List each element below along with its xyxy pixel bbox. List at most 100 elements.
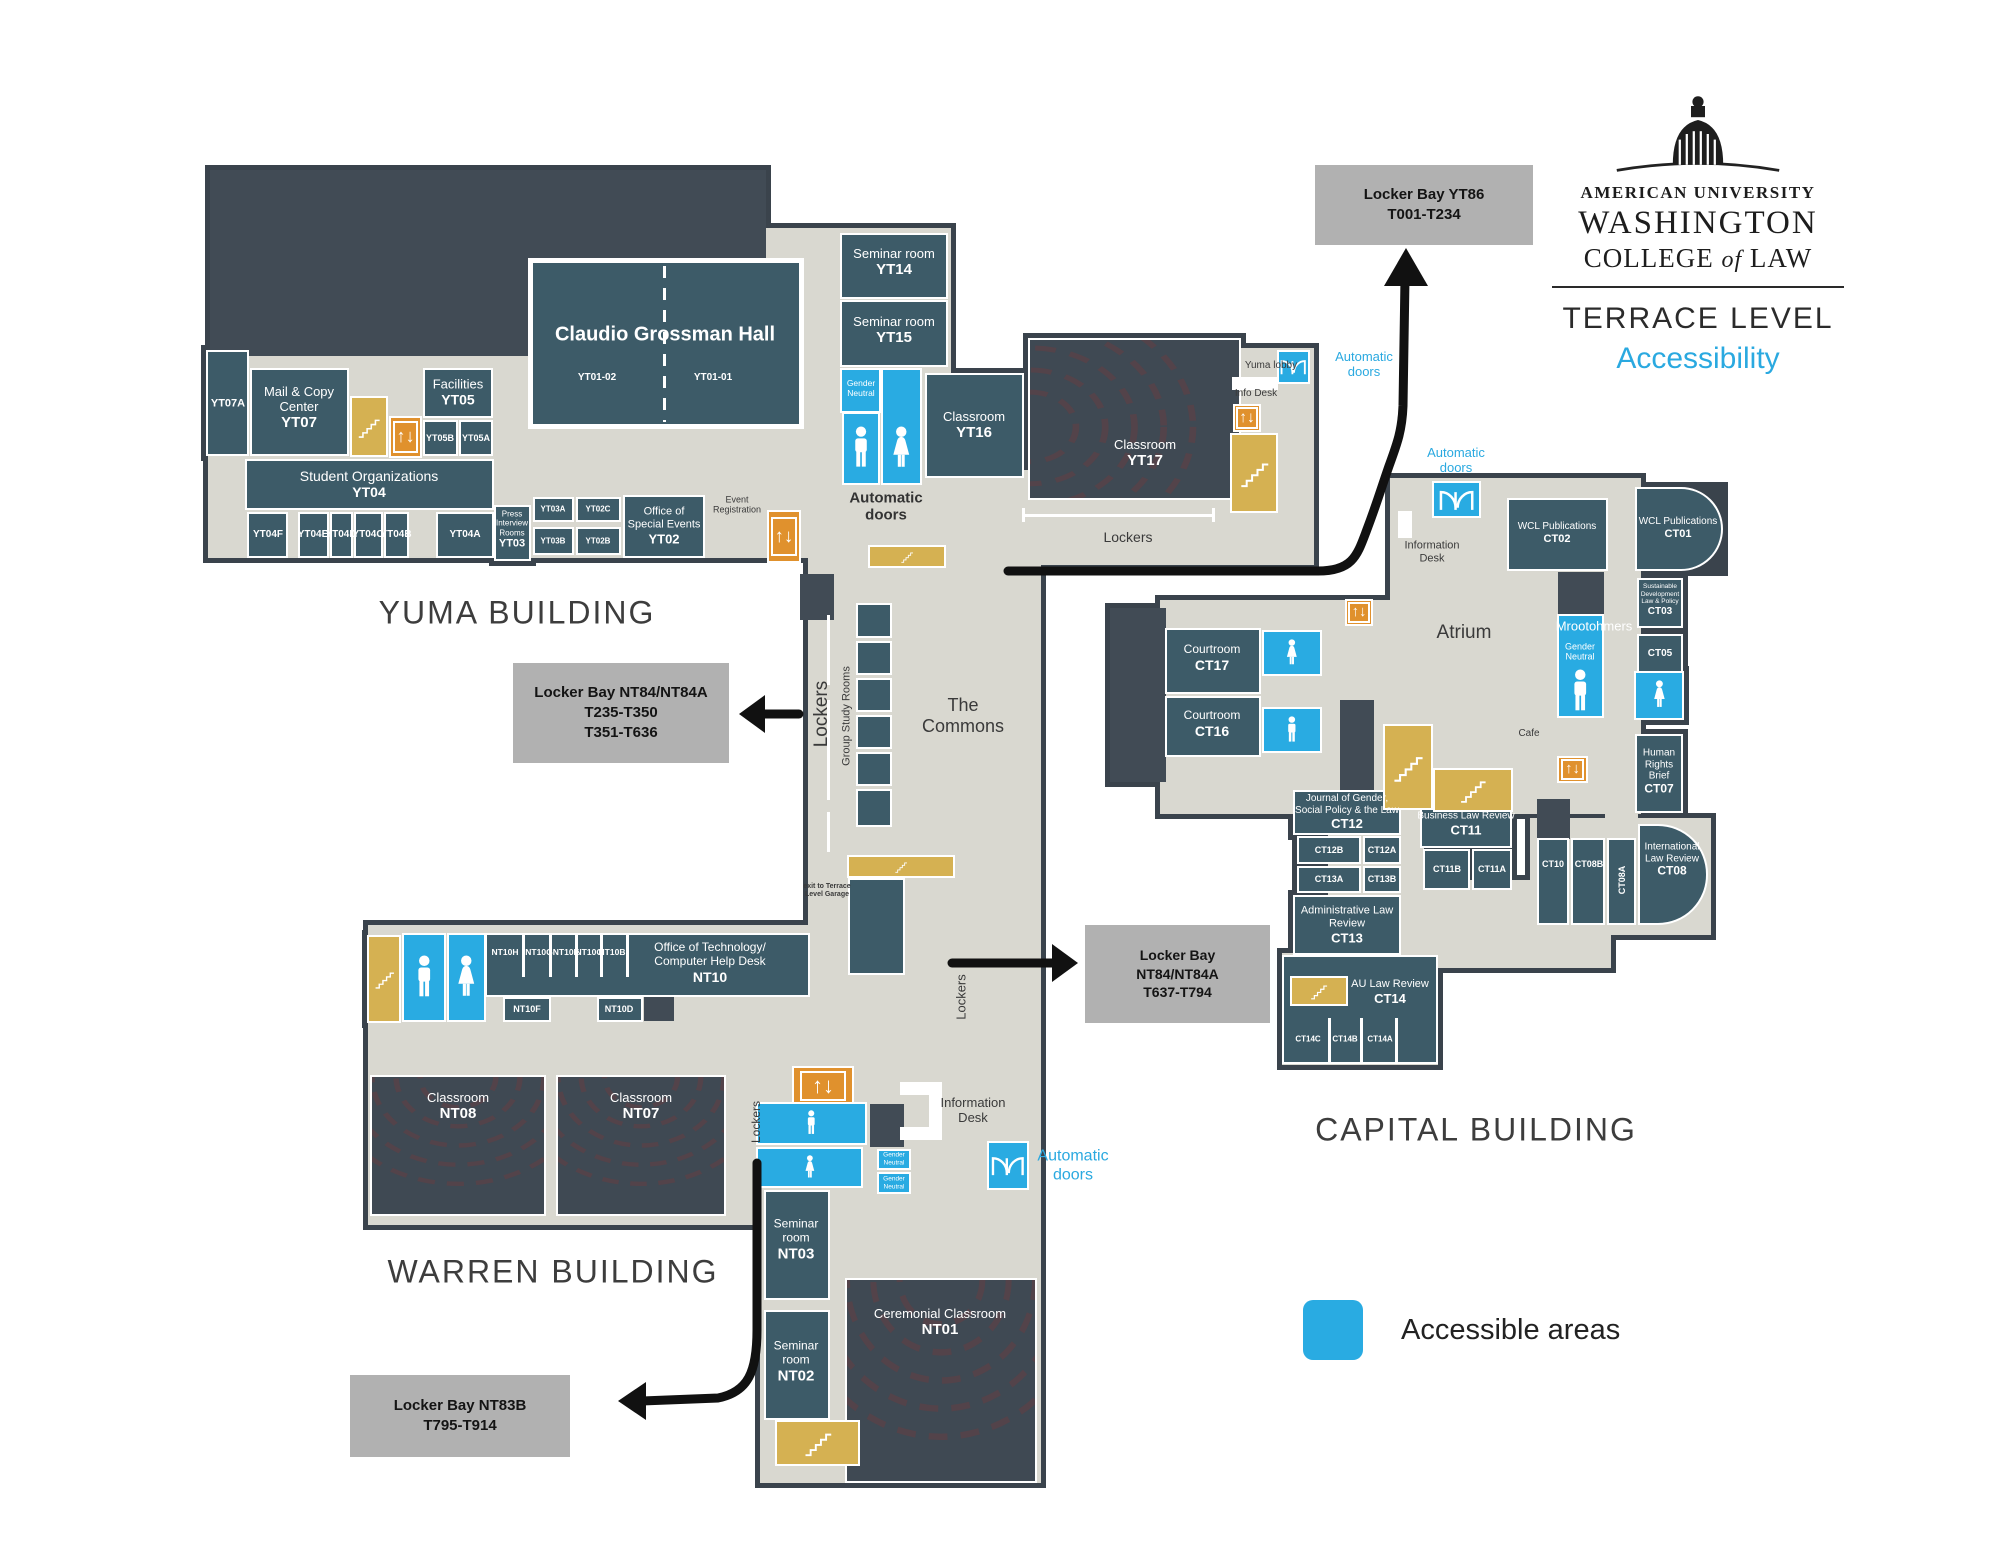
label-ct11a: CT11A bbox=[1477, 863, 1507, 874]
label-yt07a: YT07A bbox=[210, 397, 246, 410]
room-ct11 bbox=[1420, 806, 1512, 848]
room-ct03 bbox=[1637, 578, 1683, 628]
room-ct08a bbox=[1607, 838, 1636, 925]
label-yt02b: YT02B bbox=[585, 536, 611, 546]
label-yt03b: YT03B bbox=[540, 536, 566, 546]
room-ct10 bbox=[1537, 838, 1569, 925]
label-ct08b: CT08B bbox=[1574, 858, 1604, 869]
ct14-divider bbox=[1395, 1018, 1398, 1064]
group-study-room bbox=[856, 678, 892, 712]
locker-bay-text: T795-T914 bbox=[423, 1417, 497, 1434]
room-yt16 bbox=[925, 373, 1024, 478]
label-group-study-rooms: Group Study Rooms bbox=[840, 666, 853, 766]
elevator-icon: ↑↓ bbox=[792, 1066, 854, 1106]
room-claudio-grossman-hall bbox=[528, 258, 804, 429]
label-yt01-02: YT01-02 bbox=[577, 372, 617, 384]
capitol-dome-icon bbox=[1616, 96, 1780, 172]
logo-line-washington: WASHINGTON bbox=[1578, 205, 1818, 241]
stairs-icon bbox=[1240, 463, 1268, 488]
label-ct12b: CT12B bbox=[1314, 844, 1344, 855]
stairs-capital-ct14 bbox=[1290, 976, 1348, 1006]
restroom-men-yuma bbox=[842, 412, 880, 485]
elevator-icon: ↑↓ bbox=[767, 510, 801, 563]
room-ct13b bbox=[1363, 866, 1401, 893]
label-yuma-lobby: Yuma lobby bbox=[1244, 360, 1298, 372]
legend: Accessible areas bbox=[1303, 1300, 1620, 1360]
room-ct07 bbox=[1635, 734, 1683, 813]
stairs-icon bbox=[1311, 985, 1328, 1000]
label-ct05: CT05 bbox=[1647, 648, 1673, 660]
seating-arcs-icon bbox=[1030, 340, 1197, 498]
elevator-arrows-icon: ↑↓ bbox=[800, 1071, 846, 1101]
locker-line-commons bbox=[827, 615, 830, 685]
label-yt05b: YT05B bbox=[425, 432, 455, 443]
mens-restroom-icon bbox=[1288, 716, 1296, 742]
womens-restroom-icon bbox=[1287, 639, 1297, 665]
room-ct16 bbox=[1165, 696, 1261, 757]
stairs-yuma-west bbox=[350, 396, 388, 457]
room-yt03 bbox=[494, 505, 531, 561]
elevator-arrows-icon: ↑↓ bbox=[771, 516, 797, 557]
ct14-divider bbox=[1328, 1018, 1331, 1064]
restroom-women-yuma bbox=[881, 368, 922, 485]
mens-restroom-icon bbox=[855, 426, 867, 467]
arrow-to-locker-bay-nt84-west-head bbox=[739, 695, 765, 733]
stairs-capital-center-2 bbox=[1433, 768, 1513, 812]
room-yt02c bbox=[576, 497, 621, 522]
warren-wall-block bbox=[644, 997, 674, 1021]
warren-mid-block bbox=[870, 1104, 904, 1147]
stairs-icon bbox=[805, 1433, 831, 1457]
stairs-commons-mid bbox=[847, 855, 955, 878]
elevator-arrows-icon: ↑↓ bbox=[1236, 407, 1258, 429]
room-yt04f bbox=[247, 512, 288, 558]
room-nt08 bbox=[370, 1075, 546, 1216]
locker-bay-text: Locker Bay YT86 bbox=[1363, 185, 1485, 203]
elevator-arrows-icon: ↑↓ bbox=[393, 421, 418, 453]
label-claudio-grossman-hall: Claudio Grossman Hall bbox=[554, 323, 776, 346]
arrow-to-locker-bay-yt86-head bbox=[1384, 248, 1428, 286]
label-yt04d: YT04D bbox=[325, 529, 357, 541]
stairs-icon bbox=[375, 972, 394, 989]
room-nt07 bbox=[556, 1075, 726, 1216]
locker-line-yuma bbox=[1022, 514, 1215, 517]
elevator-icon: ↑↓ bbox=[1345, 599, 1373, 626]
automatic-doors-icon bbox=[1280, 360, 1307, 375]
room-ct05 bbox=[1637, 634, 1683, 673]
room-ct12a bbox=[1363, 836, 1401, 864]
group-study-room bbox=[856, 641, 892, 675]
label-ct14b: CT14B bbox=[1332, 1034, 1358, 1044]
womens-restroom-icon bbox=[1653, 680, 1665, 708]
locker-bay-text: T235-T350 bbox=[584, 703, 658, 721]
map-subtitle: Accessibility bbox=[1616, 342, 1780, 375]
arrow-to-locker-bay-nt84-east-head bbox=[1052, 944, 1078, 982]
locker-bay-text: NT84/NT84A bbox=[1136, 965, 1219, 982]
womens-restroom-icon bbox=[458, 955, 475, 996]
label-ct13a: CT13A bbox=[1314, 873, 1344, 884]
label-capital-building: CAPITAL BUILDING bbox=[1315, 1111, 1637, 1148]
label-yt03a: YT03A bbox=[540, 504, 566, 514]
room-nt10 bbox=[485, 933, 810, 997]
room-yt07a bbox=[206, 350, 249, 456]
restroom-gender-neutral-warren-1 bbox=[877, 1149, 911, 1170]
room-ct02 bbox=[1507, 498, 1608, 571]
automatic-door-warren bbox=[987, 1141, 1029, 1190]
stairs-icon bbox=[1461, 781, 1486, 803]
commons-corridor bbox=[808, 540, 1041, 950]
